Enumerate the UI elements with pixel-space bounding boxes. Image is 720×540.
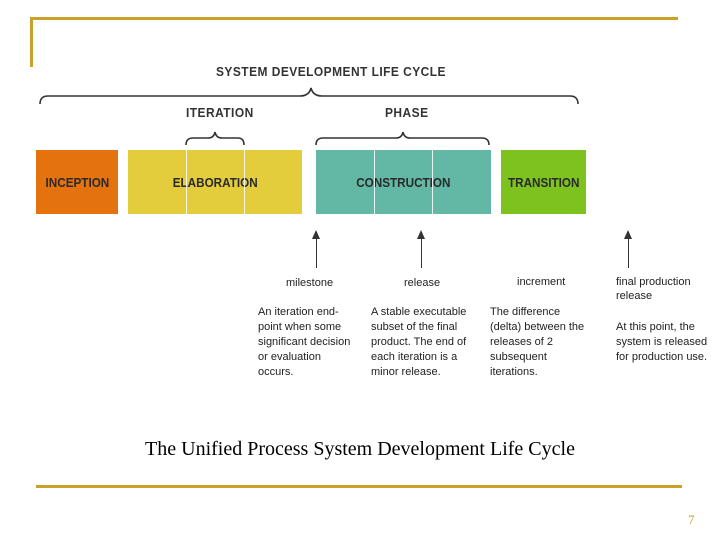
iteration-label: ITERATION	[186, 105, 254, 120]
final-release-label: final production release	[616, 275, 691, 303]
frame-left-rule	[30, 17, 33, 67]
description-line: At this point, the	[616, 321, 695, 333]
phase-transition: TRANSITION	[501, 150, 586, 214]
brackets	[39, 87, 579, 146]
milestone-description: An iteration end- point when some signif…	[258, 305, 350, 380]
description-line: or evaluation	[258, 351, 321, 363]
sdlc-title: SYSTEM DEVELOPMENT LIFE CYCLE	[216, 64, 446, 79]
frame-bottom-rule	[36, 485, 682, 488]
iteration-divider	[244, 150, 245, 214]
iteration-divider	[186, 150, 187, 214]
milestone-arrow	[312, 230, 320, 268]
release-arrow	[417, 230, 425, 268]
description-line: An iteration end-	[258, 306, 339, 318]
iteration-divider	[432, 150, 433, 214]
release-description: A stable executable subset of the final …	[371, 305, 466, 380]
description-line: A stable executable	[371, 306, 467, 318]
iteration-bracket	[185, 131, 245, 146]
description-line: (delta) between the	[490, 321, 585, 333]
phase-elaboration-label: ELABORATION	[172, 174, 258, 190]
phase-bracket	[315, 131, 490, 146]
phase-transition-label: TRANSITION	[507, 174, 580, 190]
description-line: subset of the final	[371, 321, 458, 333]
sdlc-bracket	[39, 87, 579, 105]
increment-description: The difference (delta) between the relea…	[490, 305, 584, 380]
description-line: iterations.	[490, 366, 538, 378]
description-line: significant decision	[258, 336, 351, 348]
release-label: release	[404, 277, 441, 289]
description-line: each iteration is a	[371, 351, 458, 363]
milestone-label: milestone	[286, 277, 334, 289]
description-line: product. The end of	[371, 336, 467, 348]
description-line: releases of 2	[490, 336, 553, 348]
phase-inception-label: INCEPTION	[45, 174, 109, 190]
final-release-description: At this point, the system is released fo…	[616, 320, 707, 365]
increment-label: increment	[517, 276, 566, 288]
description-line: minor release.	[371, 366, 441, 378]
frame-top-rule	[30, 17, 678, 20]
phase-construction-label: CONSTRUCTION	[356, 174, 451, 190]
phase-label: PHASE	[385, 105, 429, 120]
description-line: The difference	[490, 306, 561, 318]
phase-elaboration: ELABORATION	[128, 150, 302, 214]
slide-caption: The Unified Process System Development L…	[145, 438, 575, 460]
description-line: occurs.	[258, 366, 294, 378]
final-release-arrow	[624, 230, 632, 268]
final-release-label-line: release	[616, 290, 653, 302]
iteration-divider	[374, 150, 375, 214]
final-release-label-line: final production	[616, 276, 691, 288]
page-number: 7	[688, 512, 695, 527]
description-line: subsequent	[490, 351, 547, 363]
description-line: system is released	[616, 336, 708, 348]
phase-inception: INCEPTION	[36, 150, 118, 214]
description-line: point when some	[258, 321, 342, 333]
phase-construction: CONSTRUCTION	[316, 150, 491, 214]
description-line: for production use.	[616, 351, 708, 363]
